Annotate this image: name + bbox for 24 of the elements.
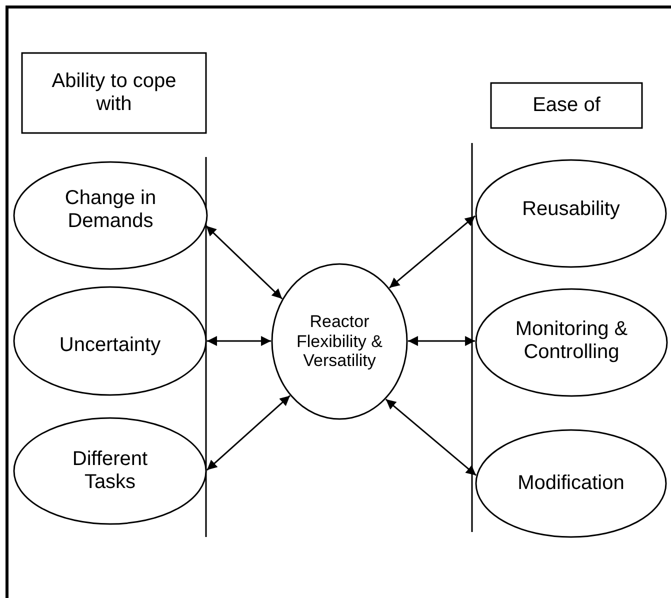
double-arrow	[206, 395, 290, 471]
node-label: Ability to cope with	[52, 70, 176, 116]
node-label: Different Tasks	[71, 448, 149, 494]
node-label: Ease of	[532, 94, 600, 117]
ellipse-node	[475, 159, 667, 268]
double-arrow	[206, 225, 283, 300]
node-label: Change in Demands	[64, 186, 158, 232]
header-box	[21, 52, 207, 134]
ellipse-node	[271, 263, 408, 420]
node-label: Reusability	[522, 198, 620, 221]
double-arrow	[388, 215, 476, 288]
double-arrow	[408, 336, 476, 346]
header-box	[490, 82, 643, 129]
ellipse-node	[13, 161, 208, 270]
double-arrow	[385, 398, 477, 476]
ellipse-node	[13, 417, 207, 525]
ellipse-node	[475, 429, 667, 538]
double-arrow	[207, 336, 271, 346]
ellipse-node	[13, 286, 207, 396]
node-label: Monitoring & Controlling	[514, 318, 629, 364]
node-label: Uncertainty	[59, 334, 161, 356]
node-label: Modification	[518, 472, 624, 495]
ellipse-node	[475, 288, 668, 397]
node-label: Reactor Flexibility & Versatility	[296, 312, 384, 371]
